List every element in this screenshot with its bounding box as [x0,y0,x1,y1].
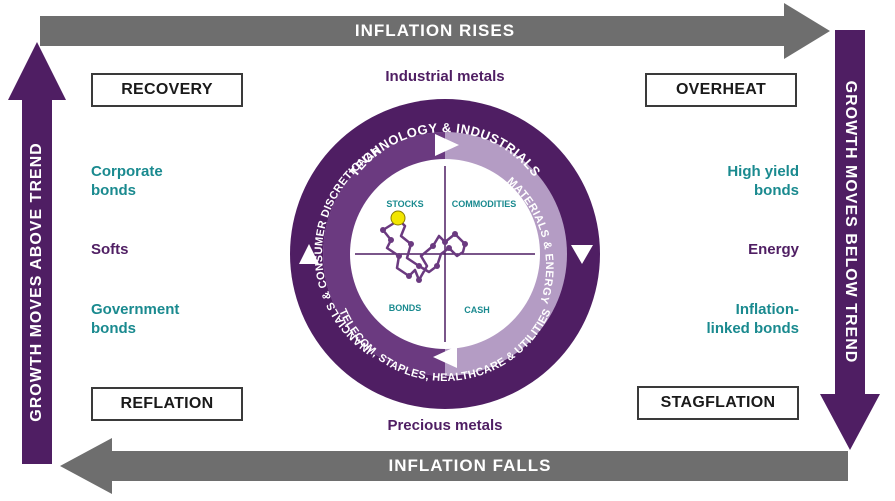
wheel-left-dark-segment [323,132,445,376]
trajectory-marker [452,231,458,237]
clock-trajectory-path [381,218,467,282]
asset-corporate-bonds-line2: bonds [91,182,136,199]
asset-industrial-metals: Industrial metals [385,68,505,85]
ring-arrow-left-icon [299,244,319,264]
inflation-falls-label: INFLATION FALLS [388,456,552,475]
current-position-dot [390,210,406,226]
asset-high-yield-bonds-line1: High yield [727,163,799,180]
trajectory-marker [416,263,422,269]
asset-government-bonds-line1: Government [91,301,180,318]
asset-precious-metals: Precious metals [387,417,503,434]
inflation-rises-arrow-shape [40,3,830,59]
quadrant-label-cash: CASH [464,305,490,315]
trajectory-marker [434,263,440,269]
asset-energy: Energy [748,241,799,258]
asset-inflation-linked-bonds-line1: Inflation- [735,301,799,318]
trajectory-marker [430,243,436,249]
asset-softs: Softs [91,241,129,258]
quadrant-label-stocks: STOCKS [386,199,423,209]
growth-above-trend-label: GROWTH MOVES ABOVE TREND [28,142,45,422]
inflation-rises-label: INFLATION RISES [354,21,516,40]
trajectory-marker [442,239,448,245]
asset-high-yield-bonds: High yield bonds [727,162,799,200]
phase-overheat: OVERHEAT [645,73,797,107]
trajectory-marker [396,253,402,259]
trajectory-marker [388,237,394,243]
asset-inflation-linked-bonds: Inflation- linked bonds [706,300,799,338]
ring-arrow-bottom-icon [433,346,457,368]
trajectory-markers [380,227,468,283]
asset-corporate-bonds: Corporate bonds [91,162,163,200]
phase-stagflation: STAGFLATION [637,386,799,420]
inflation-falls-arrow-shape [60,438,848,494]
growth-above-trend-arrow-shape [8,42,66,464]
ring-arrow-top-icon [435,134,459,156]
asset-high-yield-bonds-line2: bonds [754,182,799,199]
trajectory-marker [416,277,422,283]
trajectory-marker [380,227,386,233]
asset-inflation-linked-bonds-line2: linked bonds [706,320,799,337]
growth-below-trend-label: GROWTH MOVES BELOW TREND [842,80,859,364]
asset-government-bonds-line2: bonds [91,320,136,337]
quadrant-label-commodities: COMMODITIES [452,199,517,209]
asset-corporate-bonds-line1: Corporate [91,163,163,180]
growth-below-trend-arrow-shape [820,30,880,450]
trajectory-marker [408,241,414,247]
investment-clock-wheel: TECHNOLOGY & INDUSTRIALS MATERIALS & ENE… [287,96,600,409]
trajectory-marker [406,273,412,279]
quadrant-label-bonds: BONDS [389,303,422,313]
phase-recovery: RECOVERY [91,73,243,107]
trajectory-marker [446,245,452,251]
ring-arrow-right-icon [571,245,593,264]
phase-reflation: REFLATION [91,387,243,421]
trajectory-marker [462,241,468,247]
asset-government-bonds: Government bonds [91,300,179,338]
